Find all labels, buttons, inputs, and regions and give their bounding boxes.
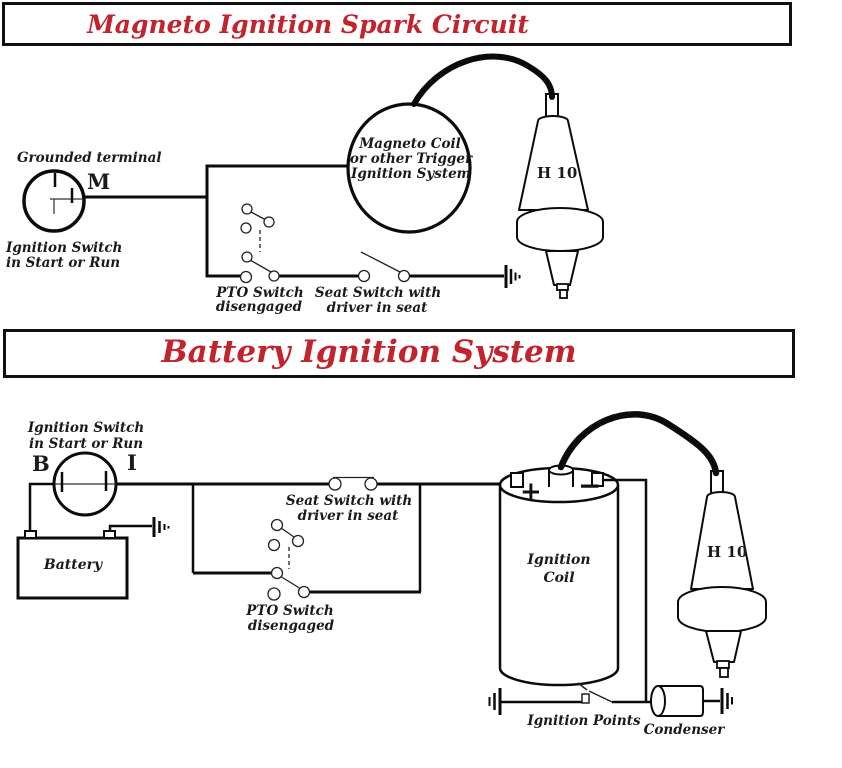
coil-minus-sign: − <box>578 469 602 502</box>
ignition-coil-label-1: Ignition <box>527 552 591 568</box>
ignition-coil-label-2: Coil <box>543 570 575 586</box>
magneto-title: Magneto Ignition Spark Circuit <box>87 10 529 39</box>
magneto-ignition-switch-label-1: Ignition Switch <box>6 240 123 256</box>
magneto-coil-label-2: or other Trigger <box>349 151 473 167</box>
battery-ignition-switch-label-2: in Start or Run <box>28 436 144 452</box>
magneto-seat-label-1: Seat Switch with <box>314 285 442 301</box>
terminal-i-label: I <box>127 450 137 475</box>
battery-pto-label-2: disengaged <box>247 618 335 634</box>
magneto-seat-switch-symbol <box>357 251 411 283</box>
magneto-ignition-switch-label-2: in Start or Run <box>6 255 121 271</box>
battery-symbol <box>16 530 129 600</box>
magneto-coil-label-3: Ignition System <box>351 166 471 182</box>
grounded-terminal-label: Grounded terminal <box>17 150 162 166</box>
condenser-label: Condenser <box>643 722 725 738</box>
coil-plus-sign: + <box>520 477 542 507</box>
battery-seat-label-1: Seat Switch with <box>285 493 413 509</box>
battery-label: Battery <box>43 557 103 573</box>
battery-ignition-switch-label-1: Ignition Switch <box>27 420 145 436</box>
magneto-seat-label-2: driver in seat <box>326 300 428 316</box>
terminal-b-label: B <box>32 451 50 476</box>
magneto-coil-symbol <box>346 102 472 234</box>
magneto-title-box <box>2 2 792 46</box>
condenser-ground-symbol <box>720 688 733 714</box>
battery-title: Battery Ignition System <box>161 334 577 370</box>
magneto-spark-plug <box>516 93 604 299</box>
magneto-pto-label-2: disengaged <box>215 299 303 315</box>
battery-ground-symbol <box>152 517 170 537</box>
battery-seat-switch-symbol <box>328 476 378 491</box>
battery-spark-plug <box>677 470 767 678</box>
magneto-circuit-art <box>22 53 604 299</box>
terminal-m-label: M <box>87 169 111 194</box>
battery-seat-label-2: driver in seat <box>297 508 399 524</box>
battery-title-box <box>3 329 795 378</box>
magneto-ground-symbol <box>504 265 521 288</box>
condenser-symbol <box>650 685 704 717</box>
points-ground-symbol <box>488 688 502 715</box>
ignition-points-label: Ignition Points <box>527 713 641 729</box>
magneto-spark-cable <box>411 53 555 107</box>
magneto-pto-switch-symbol <box>239 203 280 284</box>
magneto-coil-label-1: Magneto Coil <box>359 136 461 152</box>
battery-ignition-switch-symbol <box>52 451 118 517</box>
magneto-pto-label-1: PTO Switch <box>216 285 304 301</box>
magneto-ignition-switch-symbol <box>22 169 86 233</box>
magneto-spark-plug-label: H 10 <box>537 164 578 182</box>
ignition-points-symbol <box>577 682 613 704</box>
battery-pto-switch-symbol <box>267 518 311 601</box>
battery-spark-cable <box>557 411 720 477</box>
battery-spark-plug-label: H 10 <box>707 543 748 561</box>
battery-circuit-art <box>16 411 767 717</box>
battery-pto-label-1: PTO Switch <box>246 603 334 619</box>
